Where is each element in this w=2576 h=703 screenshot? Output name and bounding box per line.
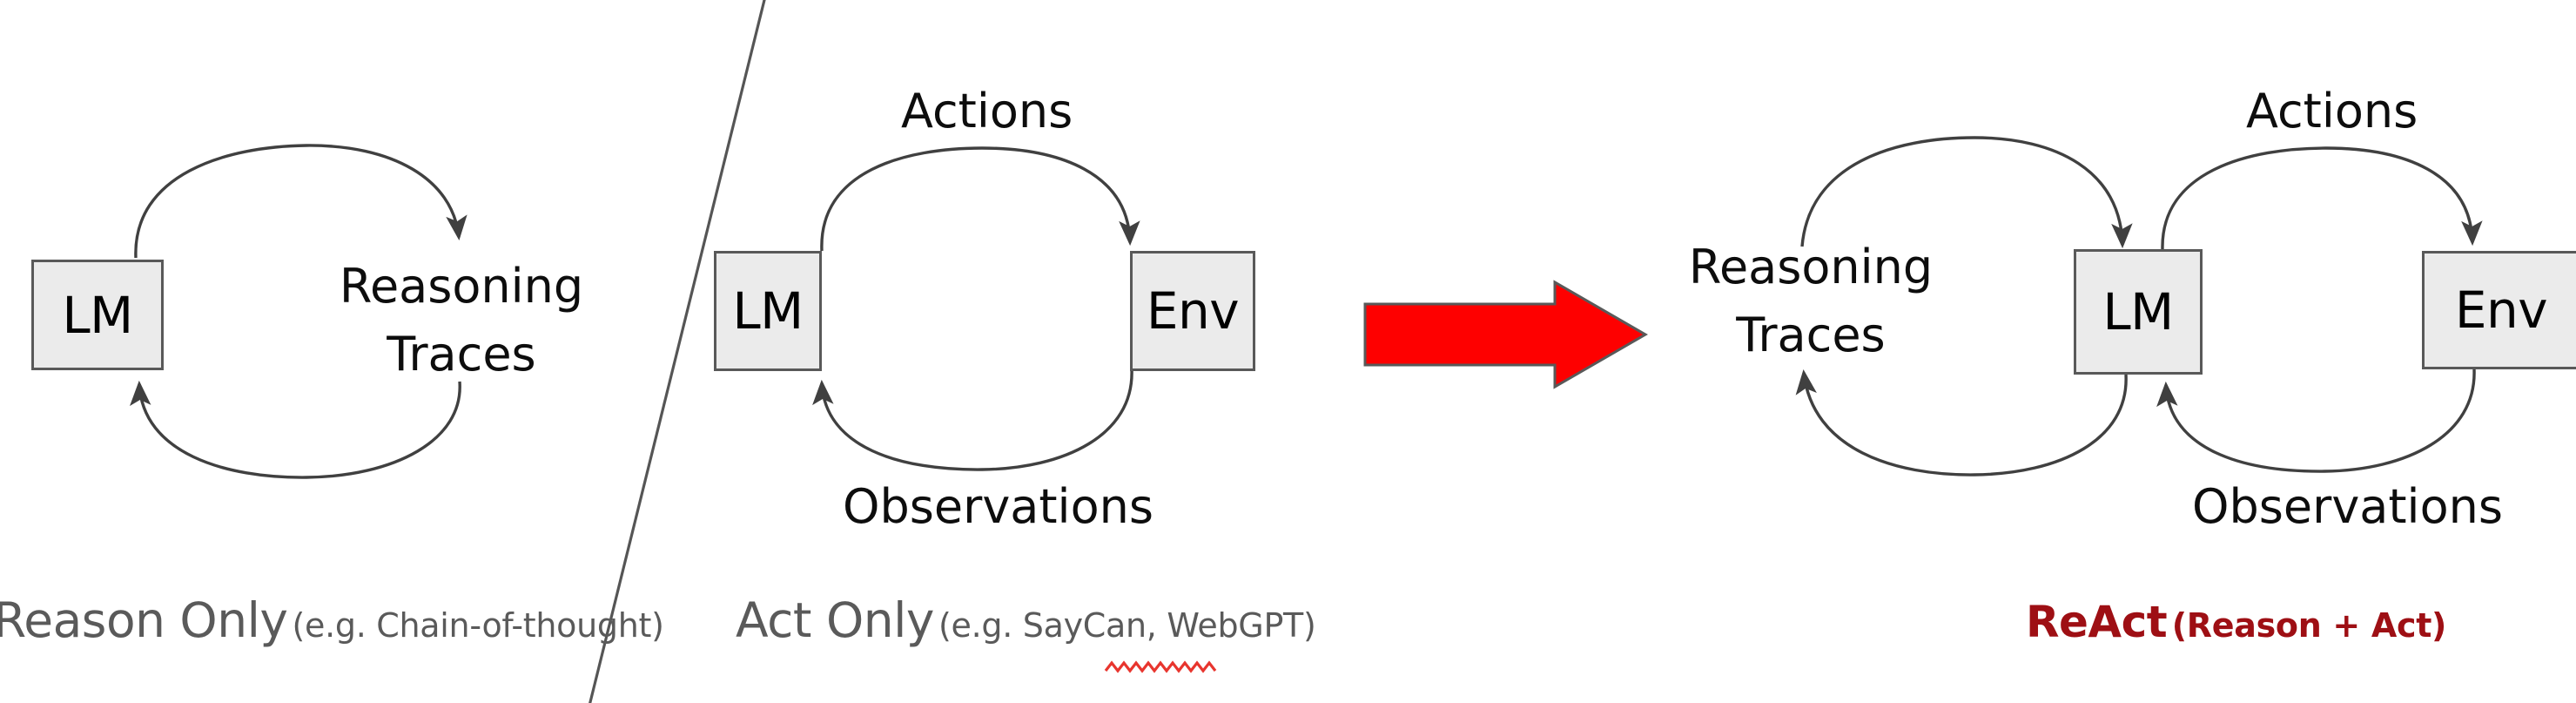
spellcheck-underline-webgpt: [1104, 660, 1217, 673]
edge-label-reasoning-traces-p1: Reasoning Traces: [331, 253, 592, 389]
edge-label-line-2: Traces: [1736, 308, 1886, 363]
arc-observations-p2: [812, 368, 1133, 471]
arc-observations-p3: [2156, 368, 2476, 473]
edge-label-observations-p3: Observations: [2192, 479, 2503, 534]
edge-label-line-1: Actions: [901, 84, 1073, 139]
arc-reasoning-out-p3: [1795, 368, 2128, 477]
caption-main-text: Reason Only: [0, 592, 288, 648]
arc-reasoning-in-p3: [1800, 136, 2133, 249]
edge-label-line-1: Actions: [2246, 84, 2418, 139]
node-label-env: Env: [1146, 281, 1240, 341]
caption-main-text: ReAct: [2026, 597, 2168, 647]
arc-actions-p2: [820, 146, 1140, 252]
caption-reason-only: Reason Only (e.g. Chain-of-thought): [0, 592, 664, 648]
caption-sub-text: (Reason + Act): [2171, 606, 2447, 645]
arc-actions-p3: [2161, 146, 2483, 250]
caption-sub-text: (e.g. SayCan, WebGPT): [938, 606, 1316, 645]
arc-reasoning-in-p1: [130, 380, 461, 479]
caption-act-only: Act Only (e.g. SayCan, WebGPT): [736, 592, 1316, 648]
caption-sub-text: (e.g. Chain-of-thought): [292, 606, 664, 645]
edge-label-actions-p3: Actions: [2246, 84, 2418, 139]
node-env-react[interactable]: Env: [2422, 251, 2576, 369]
edge-label-line-1: Reasoning: [339, 259, 584, 314]
caption-main-text: Act Only: [736, 592, 934, 648]
edge-label-line-1: Reasoning: [1688, 240, 1934, 294]
node-label-env: Env: [2454, 281, 2548, 340]
arc-reasoning-out-p1: [134, 144, 467, 259]
caption-react: ReAct (Reason + Act): [2026, 597, 2446, 647]
node-label-lm: LM: [62, 285, 133, 345]
node-label-lm: LM: [2102, 282, 2174, 341]
edge-label-line-1: Observations: [843, 479, 1153, 534]
node-env-act-only[interactable]: Env: [1130, 251, 1255, 371]
edge-label-observations-p2: Observations: [843, 479, 1153, 534]
edge-label-actions-p2: Actions: [901, 84, 1073, 139]
edge-label-reasoning-traces-p3: Reasoning Traces: [1680, 233, 1941, 370]
red-transition-arrow-shape: [1363, 280, 1649, 389]
node-lm-reason-only[interactable]: LM: [31, 260, 164, 370]
edge-label-line-2: Traces: [387, 327, 536, 382]
edge-label-line-1: Observations: [2192, 479, 2503, 534]
node-lm-react[interactable]: LM: [2074, 249, 2203, 375]
node-label-lm: LM: [732, 281, 804, 341]
node-lm-act-only[interactable]: LM: [714, 251, 822, 371]
